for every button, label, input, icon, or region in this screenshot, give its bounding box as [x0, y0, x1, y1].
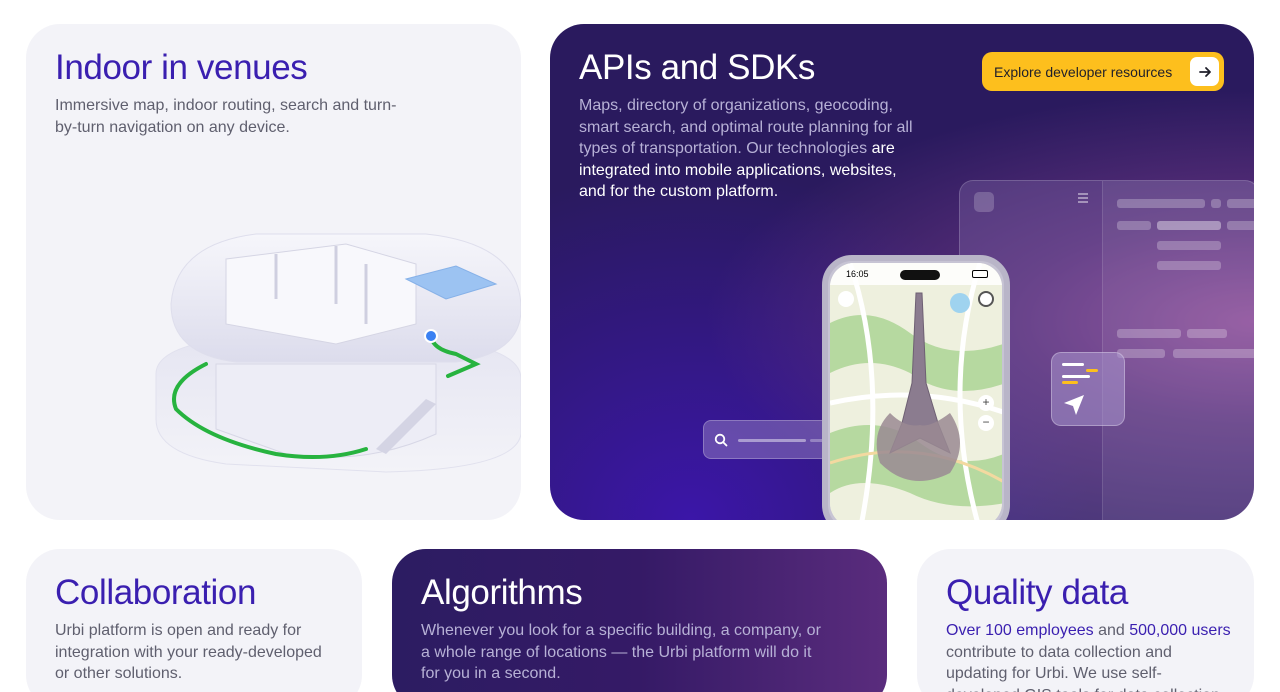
navigation-arrow-icon	[1064, 395, 1084, 415]
desktop-sidebar	[1102, 181, 1254, 520]
algorithms-description: Whenever you look for a specific buildin…	[421, 622, 821, 682]
quality-highlight-employees: Over 100 employees	[946, 622, 1094, 639]
quality-highlight-users: 500,000 users	[1129, 622, 1231, 639]
algorithms-title: Algorithms	[421, 573, 583, 612]
quality-data-card[interactable]: Quality data Over 100 employees and 500,…	[917, 549, 1254, 692]
layers-icon[interactable]	[838, 291, 854, 307]
zoom-out-icon[interactable]: −	[978, 415, 994, 431]
phone-status-bar: 16:05	[830, 263, 1002, 285]
collaboration-description: Urbi platform is open and ready for inte…	[55, 622, 322, 682]
cta-label: Explore developer resources	[994, 63, 1173, 80]
phone-map-screen: 16:05 + −	[830, 263, 1002, 520]
collaboration-title: Collaboration	[55, 573, 257, 612]
battery-icon	[972, 270, 988, 278]
city-map-illustration	[830, 263, 1002, 520]
indoor-description: Immersive map, indoor routing, search an…	[55, 97, 397, 136]
algorithms-card[interactable]: Algorithms Whenever you look for a speci…	[392, 549, 887, 692]
zoom-in-icon[interactable]: +	[978, 395, 994, 411]
quality-description: Over 100 employees and 500,000 users con…	[946, 620, 1231, 692]
collaboration-card[interactable]: Collaboration Urbi platform is open and …	[26, 549, 362, 692]
indoor-title: Indoor in venues	[55, 48, 308, 87]
indoor-card[interactable]: Indoor in venues Immersive map, indoor r…	[26, 24, 521, 520]
quality-text-2: contribute to data collection and updati…	[946, 643, 1220, 692]
hamburger-menu-icon	[1078, 193, 1088, 203]
quality-title: Quality data	[946, 573, 1128, 612]
app-logo-placeholder	[974, 192, 994, 212]
search-icon	[714, 433, 728, 447]
phone-mockup: 16:05 + −	[822, 255, 1010, 520]
explore-developer-resources-button[interactable]: Explore developer resources	[982, 52, 1224, 91]
quality-text-1: and	[1093, 622, 1130, 639]
apis-description-part2: are integrated into mobile applications,…	[579, 140, 897, 200]
apis-card[interactable]: APIs and SDKs Maps, directory of organiz…	[550, 24, 1254, 520]
navigation-card	[1051, 352, 1125, 426]
apis-description-part1: Maps, directory of organizations, geocod…	[579, 97, 913, 157]
indoor-venue-illustration	[155, 233, 521, 473]
arrow-right-icon	[1190, 57, 1219, 86]
apis-title: APIs and SDKs	[579, 48, 816, 87]
phone-time: 16:05	[846, 269, 869, 279]
compass-icon[interactable]	[978, 291, 994, 307]
apis-description: Maps, directory of organizations, geocod…	[579, 95, 919, 203]
